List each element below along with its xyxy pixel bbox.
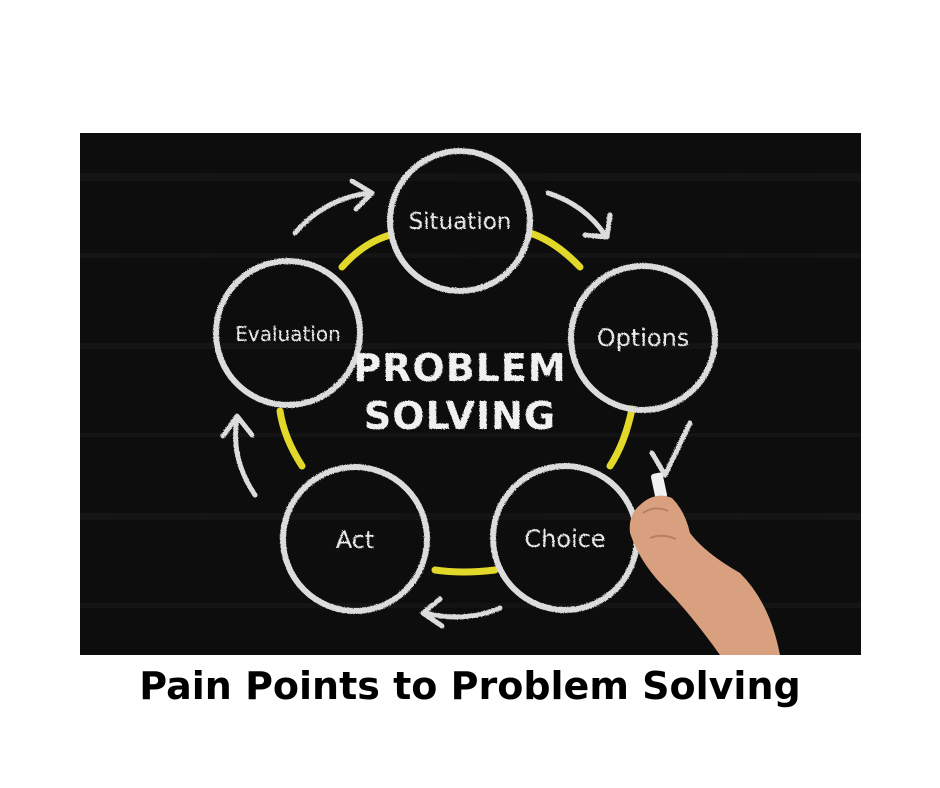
arrow-right-check-icon [649,420,693,478]
connector-situation-options [526,229,584,271]
chalk-smudges [80,173,861,608]
arrow-top-left-icon [292,178,375,236]
arrow-left-up-icon [220,413,258,498]
cycle-circles [213,148,718,614]
chalk-piece [650,472,668,500]
circle-evaluation [213,258,363,408]
step-label-situation: Situation [409,209,512,235]
connector-act-evaluation [276,407,306,470]
chalkboard-image: Situation Options Choice Act Evaluation … [80,133,861,655]
center-title-line2: SOLVING [364,394,556,438]
circle-situation [387,148,533,294]
step-label-evaluation: Evaluation [235,322,341,346]
cycle-connectors [276,229,636,576]
center-title-line1: PROBLEM [353,346,566,390]
arrow-top-right-icon [545,190,613,240]
connector-options-choice [606,405,636,470]
circle-act [280,464,430,614]
cycle-step-labels: Situation Options Choice Act Evaluation [235,209,689,554]
step-label-act: Act [336,526,375,554]
step-label-options: Options [597,324,690,352]
arrow-bottom-icon [420,596,503,629]
connector-choice-act [431,566,499,576]
cycle-diagram: Situation Options Choice Act Evaluation … [80,148,861,655]
step-label-choice: Choice [524,525,605,553]
cycle-arrows [220,178,693,629]
circle-options [568,263,718,413]
hand-holding-chalk [629,472,780,655]
caption-title: Pain Points to Problem Solving [139,664,801,708]
connector-evaluation-situation [338,231,394,271]
center-title: PROBLEM SOLVING [353,346,566,438]
